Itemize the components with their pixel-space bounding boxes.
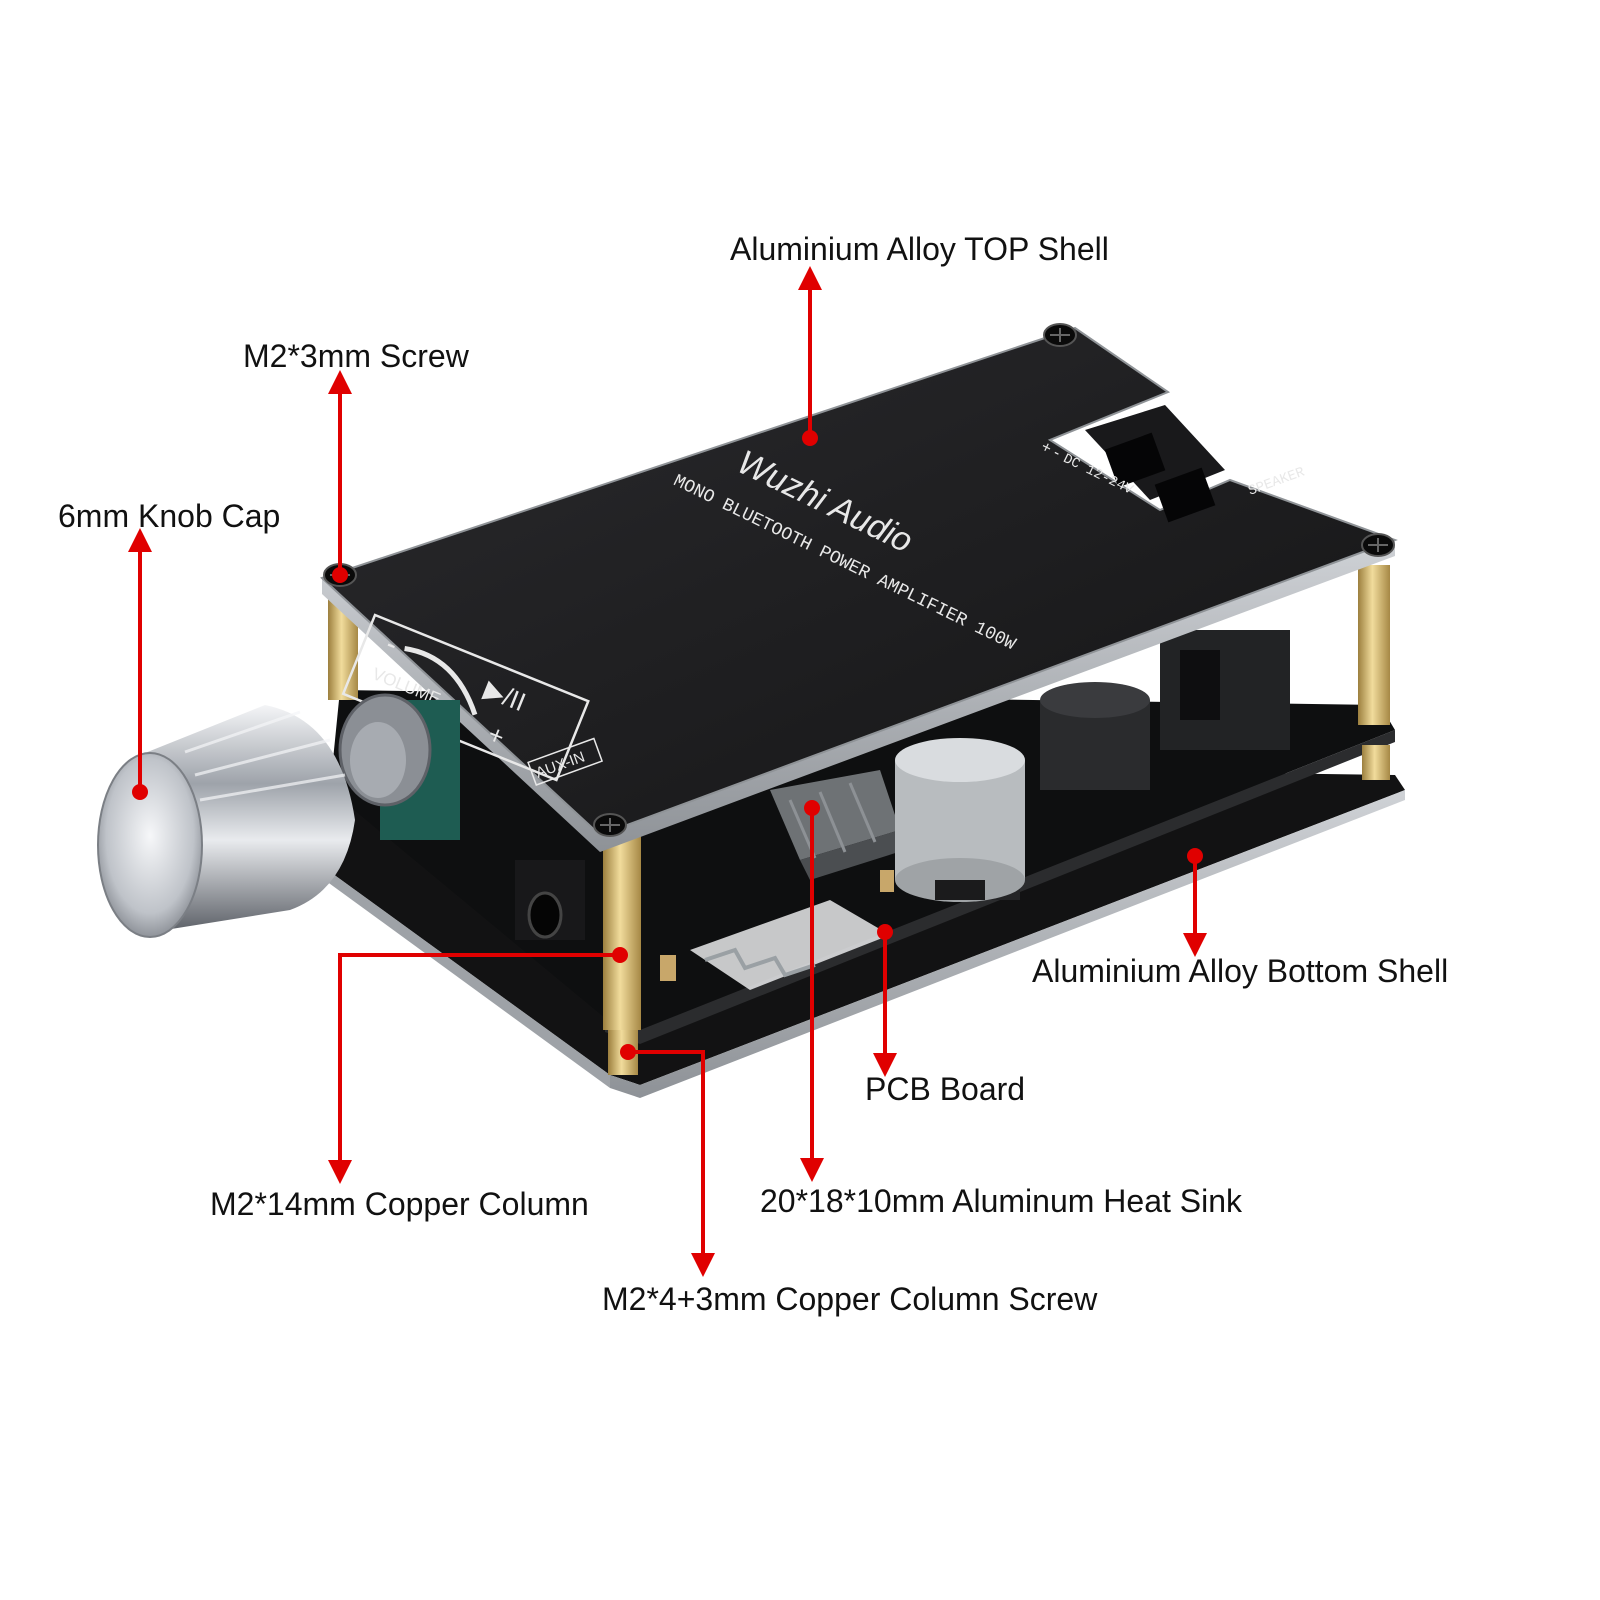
smd-component bbox=[660, 955, 676, 981]
label-copper-column: M2*14mm Copper Column bbox=[210, 1186, 589, 1222]
callout-screw bbox=[328, 370, 352, 583]
copper-column-back-right bbox=[1358, 565, 1390, 725]
heat-sink bbox=[770, 770, 905, 880]
bluetooth-antenna bbox=[690, 900, 890, 990]
copper-column-front bbox=[603, 835, 641, 1030]
callout-copper-column bbox=[328, 947, 628, 1184]
label-pcb-board: PCB Board bbox=[865, 1071, 1025, 1107]
inductor bbox=[1040, 682, 1150, 790]
aux-jack bbox=[515, 860, 585, 940]
callout-bottom-shell bbox=[1183, 848, 1207, 957]
callout-top-shell bbox=[798, 266, 822, 446]
callouts bbox=[128, 266, 1207, 1277]
smd-component bbox=[880, 870, 894, 892]
screw-head bbox=[1043, 323, 1077, 347]
screw-head bbox=[1361, 533, 1395, 557]
power-polarity-label: + - bbox=[1038, 438, 1063, 462]
capacitor bbox=[895, 738, 1025, 902]
volume-knob-assembly bbox=[97, 693, 460, 938]
speaker-label: SPEAKER bbox=[1246, 464, 1307, 499]
label-bottom-shell: Aluminium Alloy Bottom Shell bbox=[1032, 953, 1448, 989]
label-knob-cap: 6mm Knob Cap bbox=[58, 498, 280, 534]
callout-knob-cap bbox=[128, 528, 152, 800]
top-shell bbox=[320, 326, 1398, 852]
label-column-screw: M2*4+3mm Copper Column Screw bbox=[602, 1281, 1098, 1317]
screw-head bbox=[593, 813, 627, 837]
callout-pcb-board bbox=[873, 924, 897, 1077]
label-top-shell: Aluminium Alloy TOP Shell bbox=[730, 231, 1109, 267]
rear-connector bbox=[1160, 630, 1290, 750]
copper-columns bbox=[328, 565, 1390, 1075]
amplifier-illustration: Wuzhi Audio MONO BLUETOOTH POWER AMPLIFI… bbox=[97, 323, 1405, 1098]
callout-column-screw bbox=[620, 1044, 715, 1277]
label-screw: M2*3mm Screw bbox=[243, 338, 470, 374]
label-heat-sink: 20*18*10mm Aluminum Heat Sink bbox=[760, 1183, 1243, 1219]
callout-heat-sink bbox=[800, 800, 824, 1182]
knob-face bbox=[97, 752, 203, 938]
callout-labels: Aluminium Alloy TOP Shell M2*3mm Screw 6… bbox=[58, 231, 1448, 1317]
